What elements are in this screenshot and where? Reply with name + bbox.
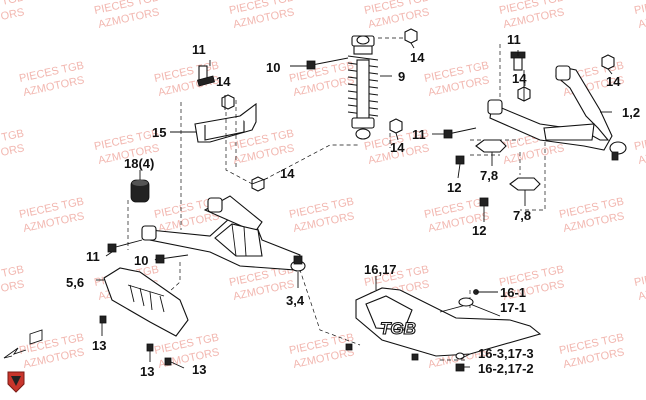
front-direction-arrow-icon xyxy=(3,329,43,359)
skid-plate-16-17: TGB xyxy=(355,287,542,357)
callout-10-top: 10 xyxy=(266,60,280,75)
leader-lines xyxy=(96,42,613,369)
callout-13-left: 13 xyxy=(92,338,106,353)
clamp-7-8-lower xyxy=(509,177,541,191)
bolt-11-top-left xyxy=(197,65,215,87)
bracket-part-15 xyxy=(194,102,257,143)
callout-11-mid-left: 11 xyxy=(86,249,100,264)
skid-plate-logo: TGB xyxy=(380,319,416,338)
nut-14-mid xyxy=(251,176,265,192)
callout-9-shock: 9 xyxy=(398,69,405,84)
skid-screws xyxy=(345,289,479,372)
watermark-line2: AZMOTORS xyxy=(637,142,646,167)
brand-shield-logo xyxy=(7,371,25,393)
callout-5-6: 5,6 xyxy=(66,275,84,290)
callout-3-4: 3,4 xyxy=(286,293,305,308)
upper-a-arm-1-2 xyxy=(487,65,627,161)
callout-1-2: 1,2 xyxy=(622,105,640,120)
watermark-line1: PIECES TGB xyxy=(633,0,646,17)
callout-10-lower: 10 xyxy=(134,253,148,268)
watermark-line2: AZMOTORS xyxy=(0,6,25,31)
callout-12-bottom: 12 xyxy=(472,223,486,238)
bushing-18 xyxy=(130,179,150,203)
callout-7-8-upper: 7,8 xyxy=(480,168,498,183)
nut-14-shock-top xyxy=(404,28,418,44)
callout-14-right-top: 14 xyxy=(606,74,621,89)
bolt-11-right-mid xyxy=(443,127,477,139)
callout-11-top-right: 11 xyxy=(507,32,521,47)
callout-17-1: 17-1 xyxy=(500,300,526,315)
callout-16-2-17-2: 16-2,17-2 xyxy=(478,361,534,376)
shock-absorber-9 xyxy=(347,35,379,140)
bolt-10-lower xyxy=(155,254,189,264)
callout-7-8-lower: 7,8 xyxy=(513,208,531,223)
callout-18-4: 18(4) xyxy=(124,156,154,171)
callout-16-17: 16,17 xyxy=(364,262,397,277)
watermark-line1: PIECES TGB xyxy=(633,264,646,289)
bolt-10-top xyxy=(306,57,349,70)
callout-16-1: 16-1 xyxy=(500,285,526,300)
watermark-line1: PIECES TGB xyxy=(633,128,646,153)
callout-14-top-left: 14 xyxy=(216,74,231,89)
callout-14-shock-bottom: 14 xyxy=(390,140,405,155)
callout-13-right: 13 xyxy=(192,362,206,377)
callout-13-middle: 13 xyxy=(140,364,154,379)
watermark-line2: AZMOTORS xyxy=(0,142,25,167)
nut-14-top-left xyxy=(221,94,235,110)
callout-11-top-left: 11 xyxy=(192,42,206,57)
watermark-line2: AZMOTORS xyxy=(637,6,646,31)
callout-14-mid: 14 xyxy=(280,166,295,181)
callout-16-3-17-3: 16-3,17-3 xyxy=(478,346,534,361)
nut-14-right-top xyxy=(601,54,615,70)
bolt-11-mid-left xyxy=(107,239,143,253)
nut-14-shock-bottom xyxy=(389,118,403,134)
watermark-line2: AZMOTORS xyxy=(637,278,646,303)
callout-labels: 11 14 15 18(4) 14 11 10 5,6 13 13 13 3,4… xyxy=(66,32,640,379)
lower-a-arm xyxy=(141,195,306,272)
watermark-line2: AZMOTORS xyxy=(0,278,25,303)
callout-15: 15 xyxy=(152,125,166,140)
callout-14-shock-top: 14 xyxy=(410,50,425,65)
callout-12-top: 12 xyxy=(447,180,461,195)
callout-11-right-mid: 11 xyxy=(412,127,426,142)
callout-14-right-mid: 14 xyxy=(512,71,527,86)
clamp-7-8-upper xyxy=(475,139,507,153)
arm-guard-5-6 xyxy=(103,267,189,337)
